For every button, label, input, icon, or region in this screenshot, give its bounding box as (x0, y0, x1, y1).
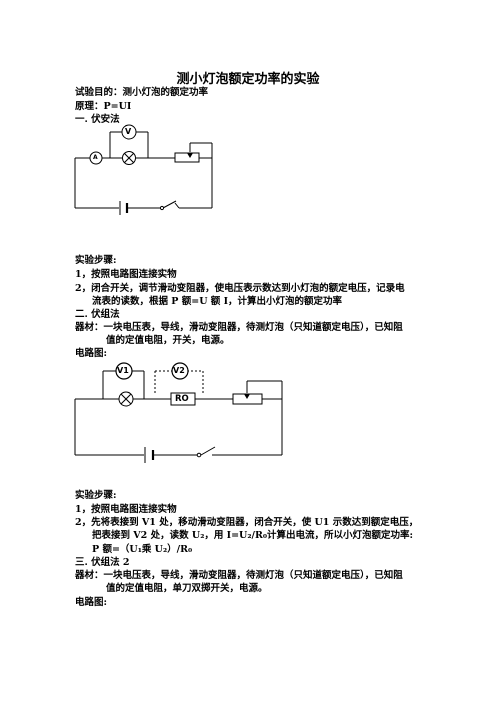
rheostat-icon (232, 393, 263, 405)
equipment-2a: 器材：一块电压表，导线，滑动变阻器，待测灯泡（只知道额定电压），已知阻 (75, 322, 403, 333)
equipment-2b: 值的定值电阻，开关，电源。 (106, 335, 230, 346)
step-1-1: 1，按照电路图连接实物 (75, 269, 177, 280)
section-1-heading: 一. 伏安法 (75, 114, 120, 125)
rheostat-icon (174, 152, 200, 163)
steps-1-heading: 实验步骤: (75, 255, 117, 266)
step-1-2a: 2，闭合开关，调节滑动变阻器，使电压表示数达到小灯泡的额定电压，记录电 (75, 283, 405, 294)
step-2-1: 1，按照电路图连接实物 (75, 504, 177, 515)
switch-icon (196, 452, 202, 458)
voltmeter-label: V (125, 127, 132, 136)
principle-line: 原理：P=UI (75, 101, 132, 112)
section-2-heading: 二. 伏组法 (75, 309, 120, 320)
switch-icon (159, 205, 165, 211)
equipment-3b: 值的定值电阻，单刀双掷开关，电源。 (106, 583, 268, 594)
circuit-3-label: 电路图: (75, 597, 108, 608)
resistor-r0-label: RO (175, 394, 189, 404)
step-2-2b: 把表接到 V2 处，读数 U₂，用 I=U₂/R₀计算出电流，所以小灯泡额定功率… (92, 530, 414, 541)
battery-icon (119, 201, 129, 215)
ammeter-label: A (93, 154, 98, 161)
equipment-3a: 器材：一块电压表，导线，滑动变阻器，待测灯泡（只知道额定电压），已知阻 (75, 570, 403, 581)
page-title: 测小灯泡额定功率的实验 (176, 72, 320, 87)
step-2-2a: 2，先将表接到 V1 处，移动滑动变阻器，闭合开关，使 U1 示数达到额定电压， (75, 517, 419, 528)
battery-icon (144, 447, 155, 463)
steps-2-heading: 实验步骤: (75, 490, 117, 501)
step-1-2b: 流表的读数，根据 P 额=U 额 I，计算出小灯泡的额定功率 (92, 296, 343, 307)
section-3-heading: 三. 伏组法 2 (75, 557, 130, 568)
purpose-line: 试验目的：测小灯泡的额定功率 (75, 87, 209, 98)
step-2-2c: P 额=（U₁乘 U₂）/R₀ (92, 544, 193, 555)
voltmeter-v2-label: V2 (173, 366, 185, 375)
voltmeter-v1-label: V1 (117, 366, 129, 375)
lamp-icon (118, 391, 134, 407)
lamp-icon (122, 151, 136, 165)
circuit-2-label: 电路图: (75, 348, 108, 359)
